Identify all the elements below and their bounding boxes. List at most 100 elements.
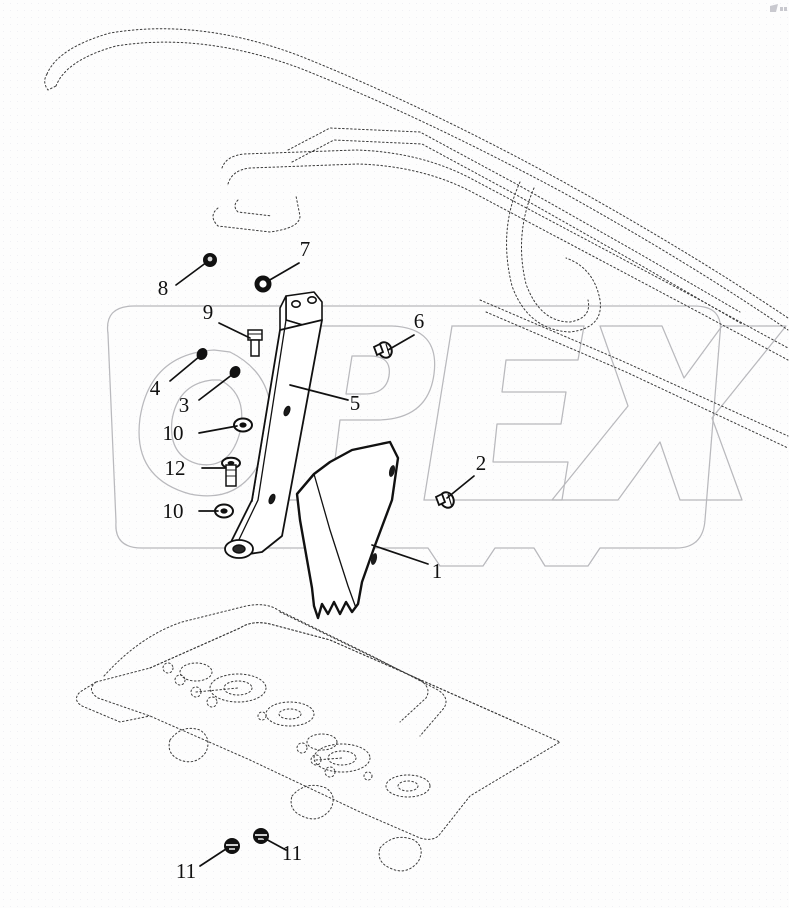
nut-11-right[interactable] <box>253 828 269 844</box>
callout-7[interactable]: 7 <box>267 237 311 282</box>
callout-2[interactable]: 2 <box>446 451 487 499</box>
nut-11-left[interactable] <box>224 838 240 854</box>
frame-drop-link-b <box>521 187 590 323</box>
callout-11a[interactable]: 11 <box>176 846 230 883</box>
frame-stub <box>212 195 301 233</box>
canopy-rail-inner <box>55 41 789 331</box>
deck-hole-6 <box>306 733 338 751</box>
watermark-banner <box>106 305 722 567</box>
callout-leader-8 <box>175 261 208 286</box>
callout-leader-9 <box>218 322 251 339</box>
callout-label-3: 3 <box>179 393 190 417</box>
callout-label-2: 2 <box>476 451 487 475</box>
callout-leader-11b <box>261 836 287 851</box>
bracket-slot-upper <box>283 405 291 417</box>
support-bracket-5[interactable] <box>224 291 323 559</box>
deck-plate-notch-a <box>168 727 209 763</box>
callout-5[interactable]: 5 <box>289 384 361 415</box>
callout-label-5: 5 <box>350 391 361 415</box>
frame-cross-brace-a <box>287 127 741 313</box>
canopy-rail-end <box>44 73 57 91</box>
frame-stub-inner <box>234 199 273 217</box>
deck-bolt-i <box>363 771 373 781</box>
deck-hole-3 <box>313 743 371 773</box>
callout-label-12: 12 <box>165 456 186 480</box>
callout-1[interactable]: 1 <box>371 544 443 583</box>
deck-hole-1 <box>209 673 267 703</box>
deck-hole-1-inner <box>223 680 253 696</box>
deck-bolt-d <box>206 696 218 708</box>
callout-11b[interactable]: 11 <box>261 836 302 865</box>
washer-7[interactable] <box>254 275 272 293</box>
deck-plate-inner-edge <box>149 622 521 725</box>
deck-hole-2 <box>265 701 315 727</box>
callout-leader-7 <box>267 262 300 282</box>
callout-leader-10a <box>198 425 238 434</box>
callout-label-8: 8 <box>158 276 169 300</box>
callout-8[interactable]: 8 <box>158 261 208 300</box>
deck-hole-2-inner <box>278 708 302 720</box>
deck-plate-rear-lip <box>279 611 429 723</box>
bolt-9[interactable] <box>247 329 263 357</box>
callout-label-10b: 10 <box>163 499 184 523</box>
callout-leader-2 <box>446 475 475 499</box>
callout-label-7: 7 <box>300 237 311 261</box>
deck-link-arm-b <box>315 757 343 761</box>
callout-leader-3 <box>198 373 234 401</box>
callout-label-4: 4 <box>150 376 161 400</box>
frame-rail-upper-a <box>221 149 789 349</box>
callout-label-10a: 10 <box>163 421 184 445</box>
callout-6[interactable]: 6 <box>387 309 425 351</box>
callout-label-1: 1 <box>432 559 443 583</box>
bracket-hole-b <box>306 295 317 304</box>
washer-10-upper[interactable] <box>233 417 253 433</box>
bracket-slot-lower <box>268 493 276 505</box>
frame-rail-right-a <box>479 299 789 437</box>
shield-slot-lower <box>370 553 378 565</box>
screw-12[interactable] <box>221 456 241 487</box>
frame-drop-link-a <box>506 181 601 333</box>
deck-hole-5 <box>179 662 213 682</box>
callout-label-9: 9 <box>203 300 214 324</box>
shield-slot-upper <box>388 465 396 477</box>
corner-mark <box>770 4 787 12</box>
callout-4[interactable]: 4 <box>150 355 201 400</box>
bracket-hole-a <box>290 299 301 308</box>
deck-bolt-a <box>162 662 174 674</box>
deck-bolt-g <box>324 766 336 778</box>
callout-10b[interactable]: 10 <box>163 499 219 523</box>
canopy-rail-outer <box>46 28 789 319</box>
deck-plate-notch-c <box>378 836 422 872</box>
deck-plate-top-edge <box>103 604 447 737</box>
callout-3[interactable]: 3 <box>179 373 234 417</box>
frame-cross-brace-b <box>291 139 743 325</box>
callout-leader-1 <box>371 544 429 565</box>
callout-10a[interactable]: 10 <box>163 421 238 445</box>
callout-9[interactable]: 9 <box>203 300 251 339</box>
callout-leader-6 <box>387 334 415 351</box>
callout-label-11b: 11 <box>282 841 302 865</box>
deck-bolt-b <box>174 674 186 686</box>
callout-leader-11a <box>199 846 230 867</box>
shield-panel-1[interactable] <box>295 440 400 620</box>
deck-hole-4 <box>385 774 431 798</box>
deck-hole-3-inner <box>327 750 357 766</box>
callout-12[interactable]: 12 <box>165 456 227 480</box>
deck-plate-left-tab <box>76 681 151 723</box>
callout-leader-5 <box>289 384 349 401</box>
deck-link-arm-a <box>195 687 239 693</box>
frame-rail-upper-b <box>227 163 789 361</box>
watermark-letter-x <box>551 325 787 501</box>
nut-8[interactable] <box>203 253 217 267</box>
bracket-foot-hole <box>232 544 246 554</box>
frame-rail-right-b <box>485 311 789 449</box>
deck-bolt-e <box>296 742 308 754</box>
callout-leader-4 <box>169 355 201 382</box>
callout-label-6: 6 <box>414 309 425 333</box>
